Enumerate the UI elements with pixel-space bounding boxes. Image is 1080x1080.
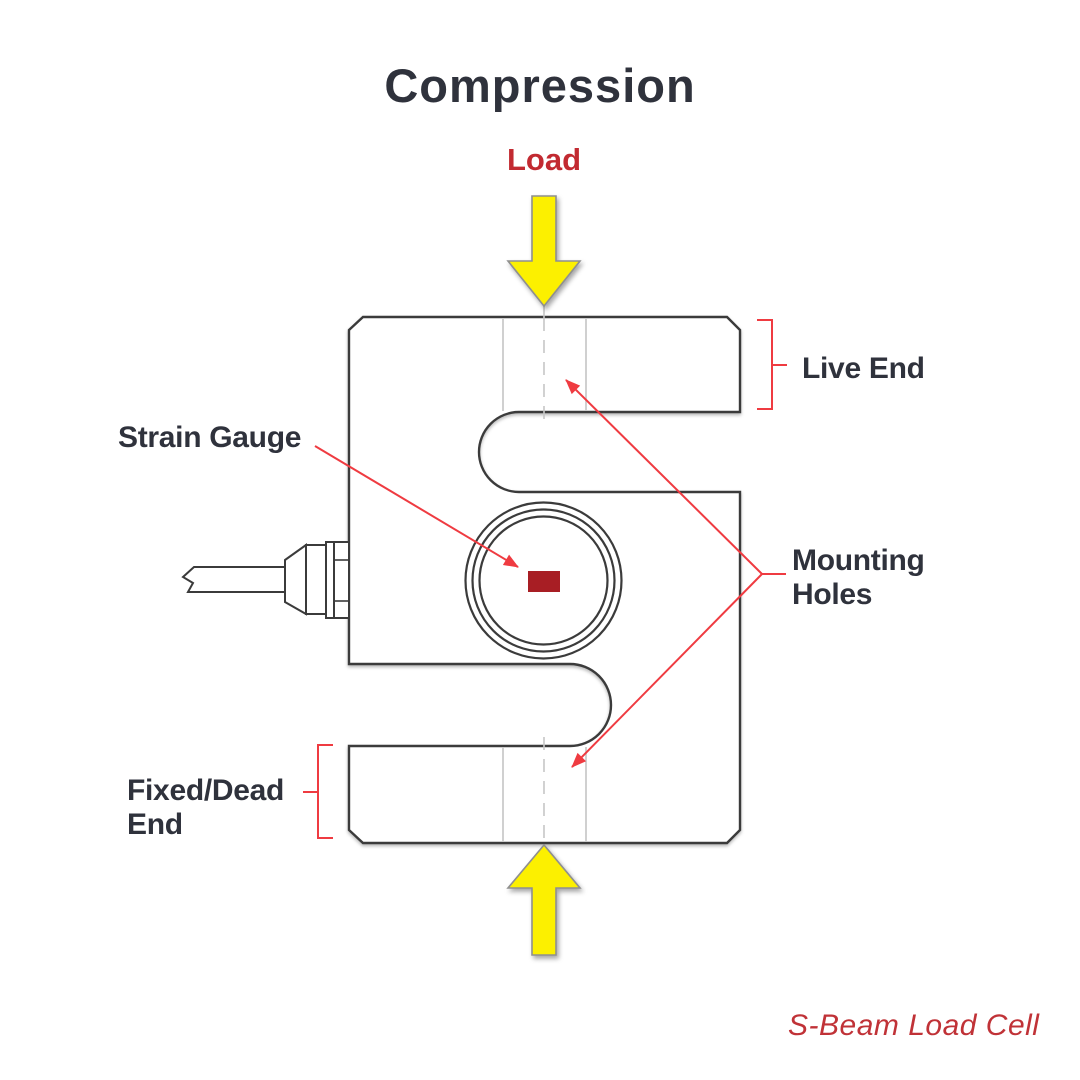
gland-collar xyxy=(325,541,335,619)
cable-assembly xyxy=(181,541,350,619)
page-title: Compression xyxy=(384,59,696,112)
cable xyxy=(181,566,286,593)
strain-gauge-chip xyxy=(528,571,560,592)
load-label: Load xyxy=(506,142,582,177)
mounting-holes-leader-top xyxy=(565,379,763,575)
label-mounting-holes: Mounting Holes xyxy=(792,544,925,611)
fixed-end-bracket xyxy=(303,744,333,839)
gland-flange xyxy=(333,541,350,619)
label-live-end: Live End xyxy=(802,352,925,385)
caption-sbeam-load-cell: S-Beam Load Cell xyxy=(788,1009,1040,1042)
live-end-bracket xyxy=(757,319,787,410)
label-fixed-dead-end: Fixed/Dead End xyxy=(127,774,285,841)
load-arrow-down-icon xyxy=(506,195,582,308)
label-strain-gauge: Strain Gauge xyxy=(118,421,302,454)
strain-gauge-leader-line xyxy=(314,445,519,568)
load-arrow-up-icon xyxy=(506,843,582,956)
mounting-holes-leader-bottom xyxy=(571,573,763,768)
gland-taper xyxy=(284,543,307,616)
gland-nut xyxy=(305,544,327,615)
